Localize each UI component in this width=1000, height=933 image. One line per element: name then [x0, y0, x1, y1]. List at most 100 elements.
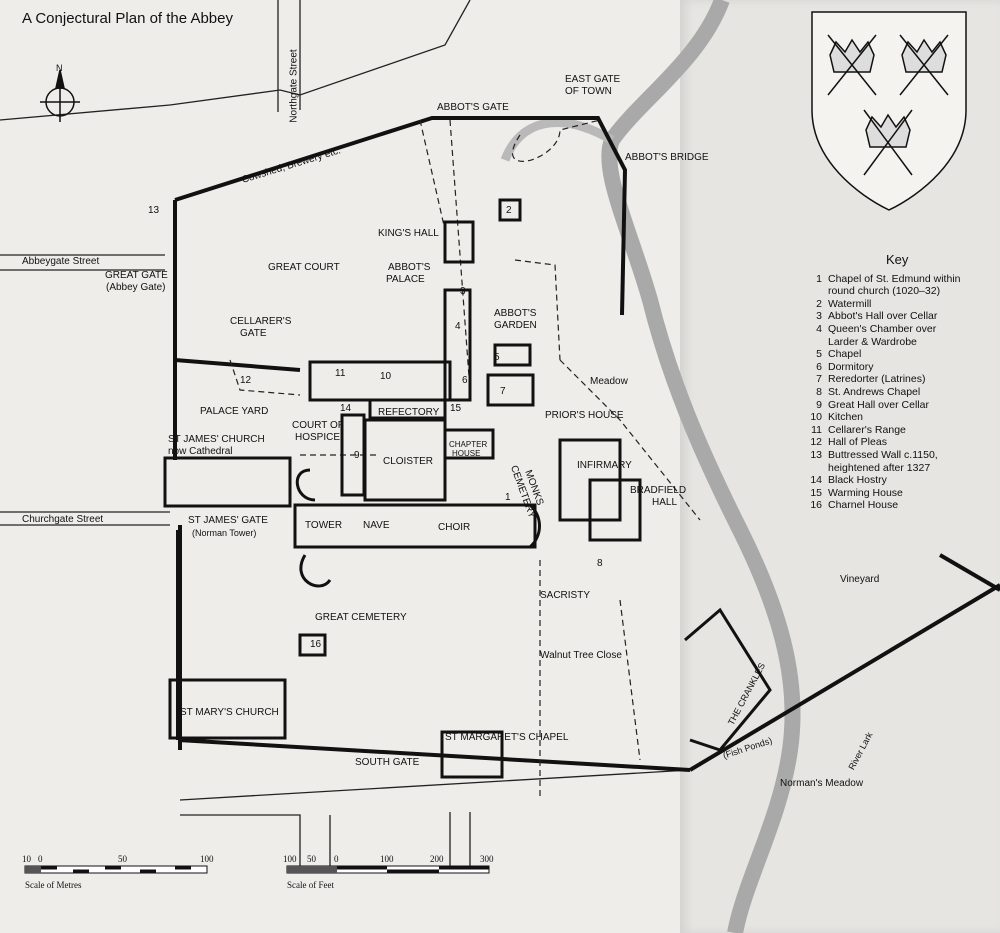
key-item: 3 Abbot's Hall over Cellar: [806, 310, 961, 323]
label-st-margarets-chapel: ST MARGARET'S CHAPEL: [445, 732, 569, 743]
marker-8: 8: [597, 558, 603, 569]
label-choir: CHOIR: [438, 522, 471, 533]
marker-9: 9: [354, 450, 360, 461]
key-item: 2 Watermill: [806, 298, 961, 311]
key-item: 14 Black Hostry: [806, 474, 961, 487]
label-refectory: REFECTORY: [378, 407, 440, 418]
label-bradfield-hall: BRADFIELD: [630, 485, 687, 496]
key-item-number: 15: [810, 486, 822, 499]
label-st-james-church-2: now Cathedral: [168, 446, 233, 457]
scale-feet-tick: 300: [480, 854, 494, 864]
key-item-text: Charnel House: [828, 499, 899, 512]
marker-1: 1: [505, 492, 511, 503]
street-northgate: Northgate Street: [288, 49, 300, 123]
label-abbots-gate: ABBOT'S GATE: [437, 102, 509, 113]
label-st-james-gate: ST JAMES' GATE: [188, 515, 268, 526]
key-item-text: Buttressed Wall c.1150, heightened after…: [828, 448, 938, 474]
key-item: 12 Hall of Pleas: [806, 436, 961, 449]
label-court-of-hospice-2: HOSPICE: [295, 432, 341, 443]
marker-4: 4: [455, 321, 461, 332]
marker-6: 6: [462, 375, 468, 386]
scale-metres-label: Scale of Metres: [25, 880, 82, 890]
label-meadow: Meadow: [590, 376, 628, 387]
key-item: 15 Warming House: [806, 487, 961, 500]
key-item-number: 16: [810, 499, 822, 512]
label-nave: NAVE: [363, 520, 390, 531]
compass-rose: [40, 69, 80, 122]
label-st-james-church: ST JAMES' CHURCH: [168, 434, 265, 445]
map-title: A Conjectural Plan of the Abbey: [22, 10, 233, 27]
label-cloister: CLOISTER: [383, 456, 434, 467]
scale-feet-tick: 0: [334, 854, 339, 864]
key-item-number: 13: [810, 448, 822, 461]
key-item-number: 7: [816, 373, 822, 386]
scale-feet-tick: 50: [307, 854, 316, 864]
label-abbots-palace-2: PALACE: [386, 274, 425, 285]
dashed-boundaries: [229, 119, 701, 800]
precinct-wall: [173, 116, 1000, 772]
label-st-marys-church: ST MARY'S CHURCH: [180, 707, 279, 718]
key-item-text: Dormitory: [828, 360, 874, 373]
key-item-text: Hall of Pleas: [828, 436, 887, 449]
key-item: 13 Buttressed Wall c.1150, heightened aft…: [806, 449, 961, 474]
marker-14: 14: [340, 403, 352, 414]
key-item-number: 1: [816, 272, 822, 285]
key-item-number: 6: [816, 360, 822, 373]
coat-of-arms-shield: [811, 11, 967, 211]
label-great-court: GREAT COURT: [268, 262, 340, 273]
key-item-text: Chapel: [828, 348, 862, 361]
street-churchgate: Churchgate Street: [22, 514, 104, 525]
marker-2: 2: [506, 205, 512, 216]
label-south-gate: SOUTH GATE: [355, 757, 420, 768]
scale-feet-tick: 200: [430, 854, 444, 864]
key-item: 5 Chapel: [806, 348, 961, 361]
marker-3: 3: [460, 286, 466, 297]
marker-13: 13: [148, 205, 160, 216]
key-item-number: 9: [816, 398, 822, 411]
key-item-number: 14: [810, 474, 822, 487]
key-item-text: Watermill: [828, 297, 872, 310]
label-chapter-house: CHAPTER: [449, 440, 488, 449]
label-normans-meadow: Norman's Meadow: [780, 778, 864, 789]
key-item-text: Abbot's Hall over Cellar: [828, 310, 938, 323]
marker-12: 12: [240, 375, 252, 386]
label-st-james-gate-2: (Norman Tower): [192, 528, 257, 538]
crown-icon: [865, 113, 911, 148]
key-item-number: 2: [816, 297, 822, 310]
scale-bar-metres: [24, 865, 208, 874]
key-item-number: 5: [816, 348, 822, 361]
key-item-text: Great Hall over Cellar: [828, 398, 929, 411]
key-item: 7 Reredorter (Latrines): [806, 373, 961, 386]
label-cellarers-gate-2: GATE: [240, 328, 267, 339]
label-great-gate: GREAT GATE: [105, 270, 168, 281]
key-item-number: 3: [816, 310, 822, 323]
key-item-text: Black Hostry: [828, 474, 887, 487]
key-item-text: Reredorter (Latrines): [828, 373, 926, 386]
label-great-cemetery: GREAT CEMETERY: [315, 612, 407, 623]
key-item-number: 12: [810, 436, 822, 449]
label-infirmary: INFIRMARY: [577, 460, 632, 471]
compass-north-label: N: [56, 63, 63, 73]
scale-metres-tick: 10: [22, 854, 31, 864]
label-vineyard: Vineyard: [840, 574, 880, 585]
key-item-text: Cellarer's Range: [828, 423, 906, 436]
label-walnut-tree-close: Walnut Tree Close: [540, 650, 622, 661]
scale-feet-tick: 100: [283, 854, 297, 864]
marker-15: 15: [450, 403, 462, 414]
key-item-text: Queen's Chamber over Larder & Wardrobe: [828, 322, 937, 348]
key-item-text: Kitchen: [828, 411, 864, 424]
buildings: [163, 198, 772, 779]
key-item-number: 8: [816, 385, 822, 398]
key-item-text: Warming House: [828, 486, 903, 499]
key-item: 9 Great Hall over Cellar: [806, 399, 961, 412]
marker-7: 7: [500, 386, 506, 397]
label-great-gate-2: (Abbey Gate): [106, 282, 166, 293]
river-lark: [601, 0, 801, 933]
street-lines: [0, 0, 691, 870]
label-chapter-house-2: HOUSE: [452, 449, 481, 458]
